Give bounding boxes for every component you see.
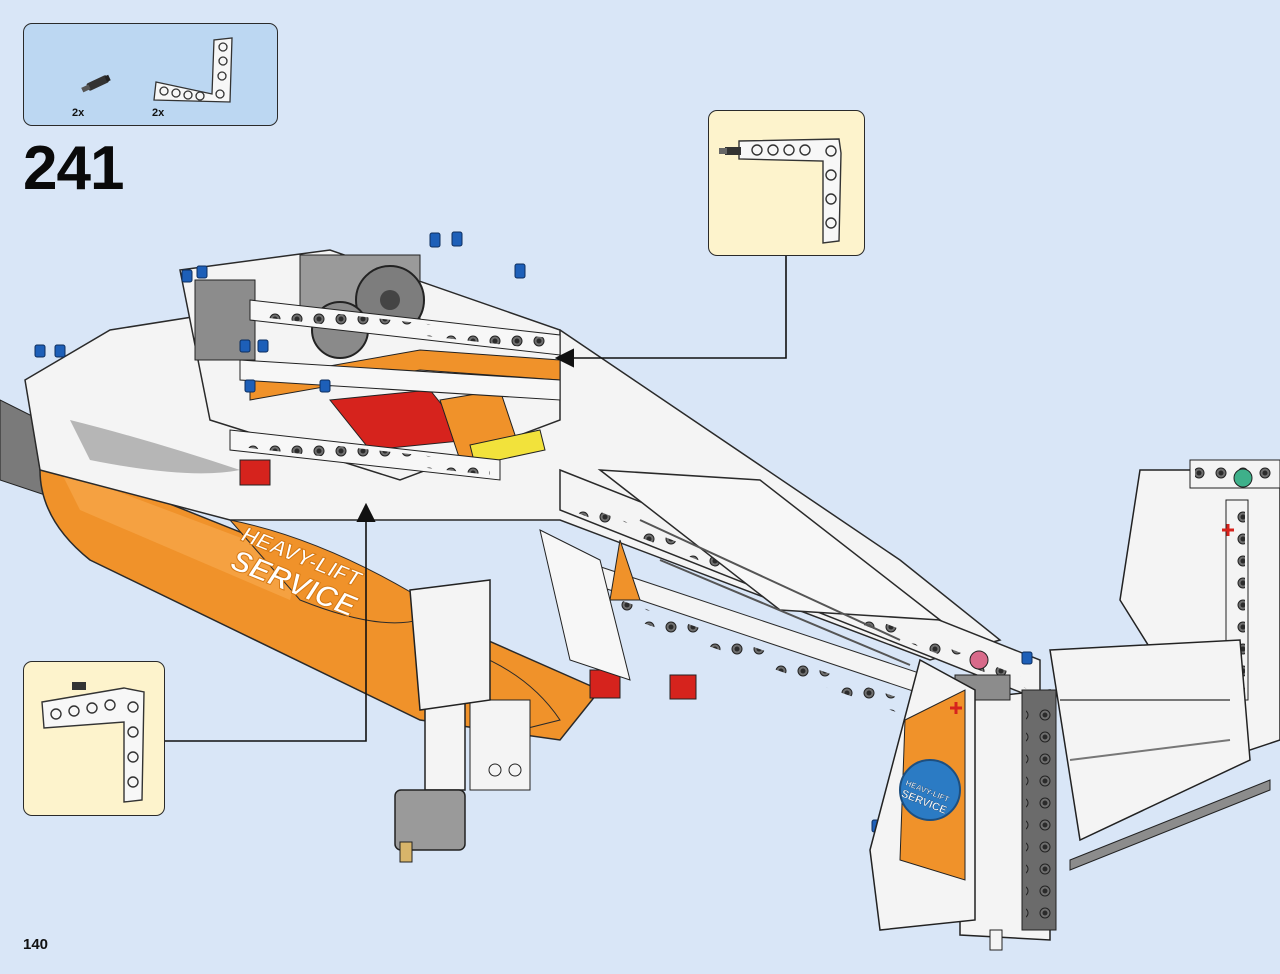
l-beam-icon xyxy=(153,37,233,103)
callout-assembly-top xyxy=(708,110,865,256)
callout-assembly-left xyxy=(23,661,165,816)
callout-left-art xyxy=(41,682,145,803)
l-beam-with-pin-icon xyxy=(41,682,145,803)
front-pillar xyxy=(409,529,641,711)
l-beam-with-pin-icon xyxy=(719,138,842,244)
parts-list-box: 2x 2x xyxy=(23,23,278,126)
part-quantity: 2x xyxy=(72,107,85,119)
tail-badge: HEAVY-LIFT SERVICE xyxy=(869,524,1234,931)
page-number: 140 xyxy=(23,936,49,953)
landing-leg-left xyxy=(394,699,531,863)
tail-structure xyxy=(954,459,1280,951)
axle-pin-icon xyxy=(81,74,111,93)
long-beam xyxy=(559,468,1041,745)
central-mechanism xyxy=(179,249,697,700)
part-quantity: 2x xyxy=(152,107,165,119)
callout-top-art xyxy=(719,138,842,244)
parts-list-art xyxy=(81,37,233,103)
step-number: 241 xyxy=(23,134,124,203)
